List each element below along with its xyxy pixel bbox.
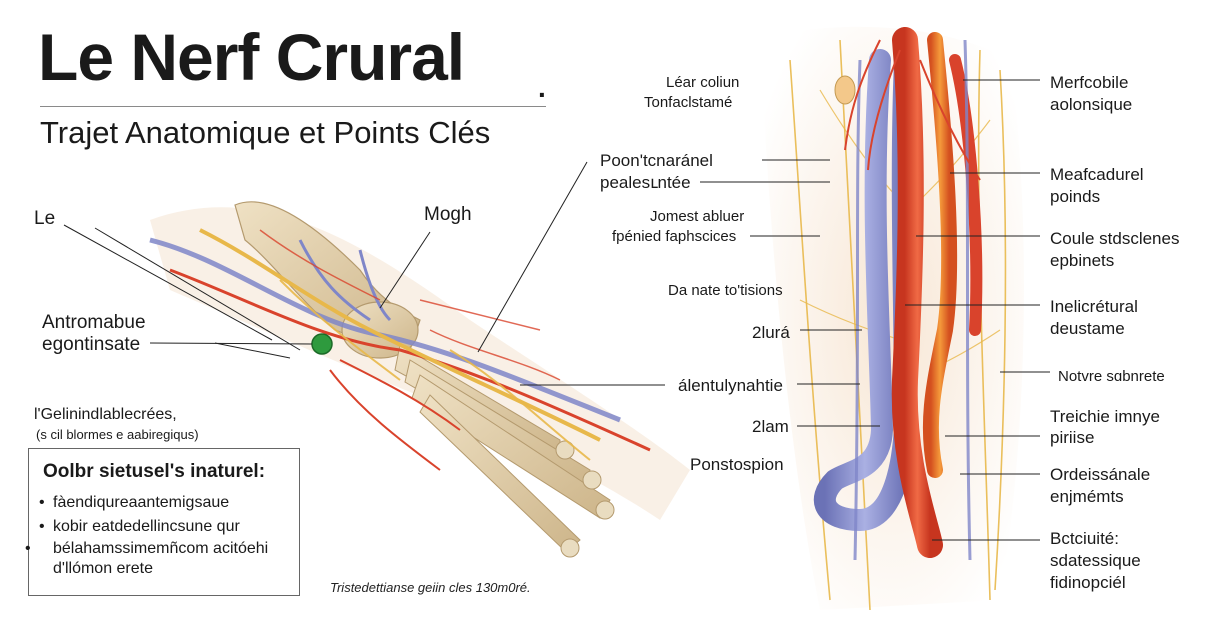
title-divider <box>40 106 546 107</box>
label-coule-line1: Coule stdsclenes <box>1050 229 1180 248</box>
label-alentuly: álentulynahtie <box>678 376 783 395</box>
label-ponstospion: Ponstospion <box>690 455 784 474</box>
label-notvre: Notvre sɑbnrete <box>1058 368 1165 385</box>
label-da-nate: Da nate to'tisions <box>668 282 783 299</box>
note-line1: l'Gelinindlablecrées, <box>34 406 177 423</box>
label-bctcuite-line1: Bctciuité: <box>1050 529 1119 548</box>
nerve-node-marker <box>311 333 333 355</box>
figure-caption: Tristedettianse geiin cles 130m0ré. <box>330 580 531 595</box>
label-antromabue-line1: Antromabue <box>42 312 146 333</box>
label-coule-line2: epbinets <box>1050 251 1115 270</box>
left-limb-illustration <box>149 201 690 558</box>
label-merfcobile-line2: aolonsique <box>1050 95 1133 114</box>
label-meafcadurel-line1: Meafcadurel <box>1050 165 1144 184</box>
label-antromabue-line2: egontinsate <box>42 334 141 355</box>
label-lam: 2lam <box>752 417 789 436</box>
info-box-item: •bélahamssimemñcom acitóehi d'llómon ere… <box>25 540 269 577</box>
right-limb-illustration <box>760 26 1024 611</box>
label-mogh: Mogh <box>424 204 472 225</box>
info-box: Oolbr sietusel's inaturel: •fàendiqureaa… <box>25 448 300 596</box>
label-inelicretural-line2: deustame <box>1050 319 1125 338</box>
title-dot: . <box>538 72 546 103</box>
label-lear-line2: Tonfaclstamé <box>644 94 733 111</box>
label-lura: 2lurá <box>752 323 790 342</box>
label-merfcobile-line1: Merfcobile <box>1050 73 1129 92</box>
label-treichie-line1: Treichie imnye <box>1050 407 1160 426</box>
label-jomest-line1: Jomest abluer <box>650 208 745 225</box>
label-ordeissanale-line1: Ordeissánale <box>1050 465 1151 484</box>
info-box-item: •kobir eatdedellincsune qur <box>39 518 240 535</box>
info-box-title: Oolbr sietusel's inaturel: <box>43 461 266 482</box>
label-bctcuite-line3: fidinopciél <box>1050 573 1126 592</box>
label-jomest-line2: fpénied faphscices <box>612 228 737 245</box>
info-box-list: •fàendiqureaantemigsaue •kobir eatdedell… <box>25 491 293 579</box>
label-le: Le <box>34 208 56 229</box>
page-title: Le Nerf Crural <box>38 20 465 94</box>
label-poont-line1: Poon'tcnaránel <box>600 151 713 170</box>
info-box-item: •fàendiqureaantemigsaue <box>39 494 230 511</box>
label-treichie-line2: piriise <box>1050 428 1095 447</box>
label-meafcadurel-line2: poinds <box>1050 187 1101 206</box>
note-line2: (s cil blormes e aabiregiqus) <box>36 427 199 442</box>
label-inelicretural-line1: Inelicrétural <box>1050 297 1138 316</box>
page-subtitle: Trajet Anatomique et Points Clés <box>40 115 491 150</box>
label-bctcuite-line2: sdatessique <box>1050 551 1141 570</box>
leader-lines <box>63 79 1050 541</box>
label-lear-line1: Léar coliun <box>666 74 740 91</box>
label-ordeissanale-line2: enjmémts <box>1050 487 1124 506</box>
label-poont-line2: pealesւntée <box>600 173 691 192</box>
